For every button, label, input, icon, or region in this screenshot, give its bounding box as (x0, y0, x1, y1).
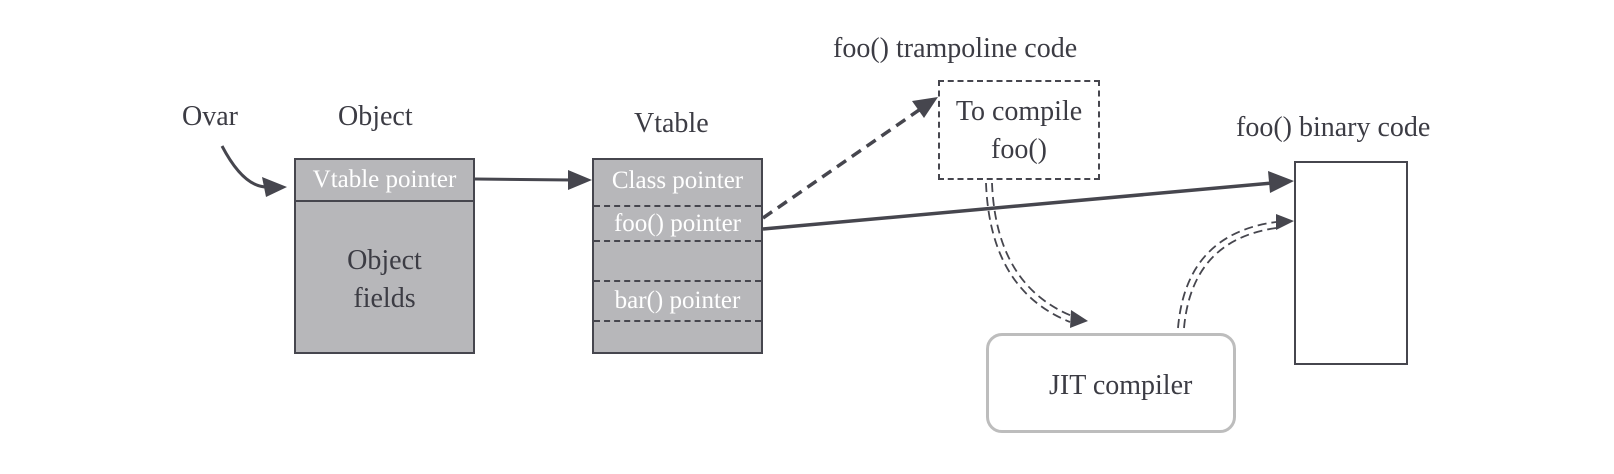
object-box: Vtable pointer Object fields (294, 158, 475, 354)
trampoline-box: To compile foo() (938, 80, 1100, 180)
vtable-title: Vtable (634, 108, 709, 139)
foo-to-binary-arrow (762, 171, 1294, 231)
jit-compiler-label: JIT compiler (1049, 370, 1193, 401)
vtable-pointer-cell: Vtable pointer (296, 160, 473, 202)
ovar-arrow (220, 145, 287, 197)
foo-to-trampoline-arrow (762, 97, 938, 220)
trampoline-to-jit-arrow (985, 182, 1088, 328)
trampoline-title: foo() trampoline code (833, 33, 1078, 64)
jit-compiler-box: JIT compiler (986, 333, 1236, 433)
object-fields-line2: fields (353, 283, 416, 314)
vtable-box: Class pointer foo() pointer bar() pointe… (592, 158, 763, 354)
object-title: Object (338, 101, 413, 132)
object-fields: Object fields (296, 242, 473, 318)
trampoline-line2: foo() (991, 134, 1047, 165)
object-fields-line1: Object (347, 245, 422, 276)
binary-code-box (1294, 161, 1408, 365)
trampoline-line1: To compile (955, 96, 1083, 127)
binary-code-title: foo() binary code (1236, 112, 1431, 143)
bar-pointer-cell: bar() pointer (594, 280, 761, 322)
foo-pointer-cell: foo() pointer (594, 205, 761, 242)
vtable-pointer-arrow (474, 170, 592, 190)
jit-to-binary-arrow (1177, 214, 1294, 329)
ovar-label: Ovar (182, 101, 238, 132)
class-pointer-cell: Class pointer (611, 167, 744, 194)
